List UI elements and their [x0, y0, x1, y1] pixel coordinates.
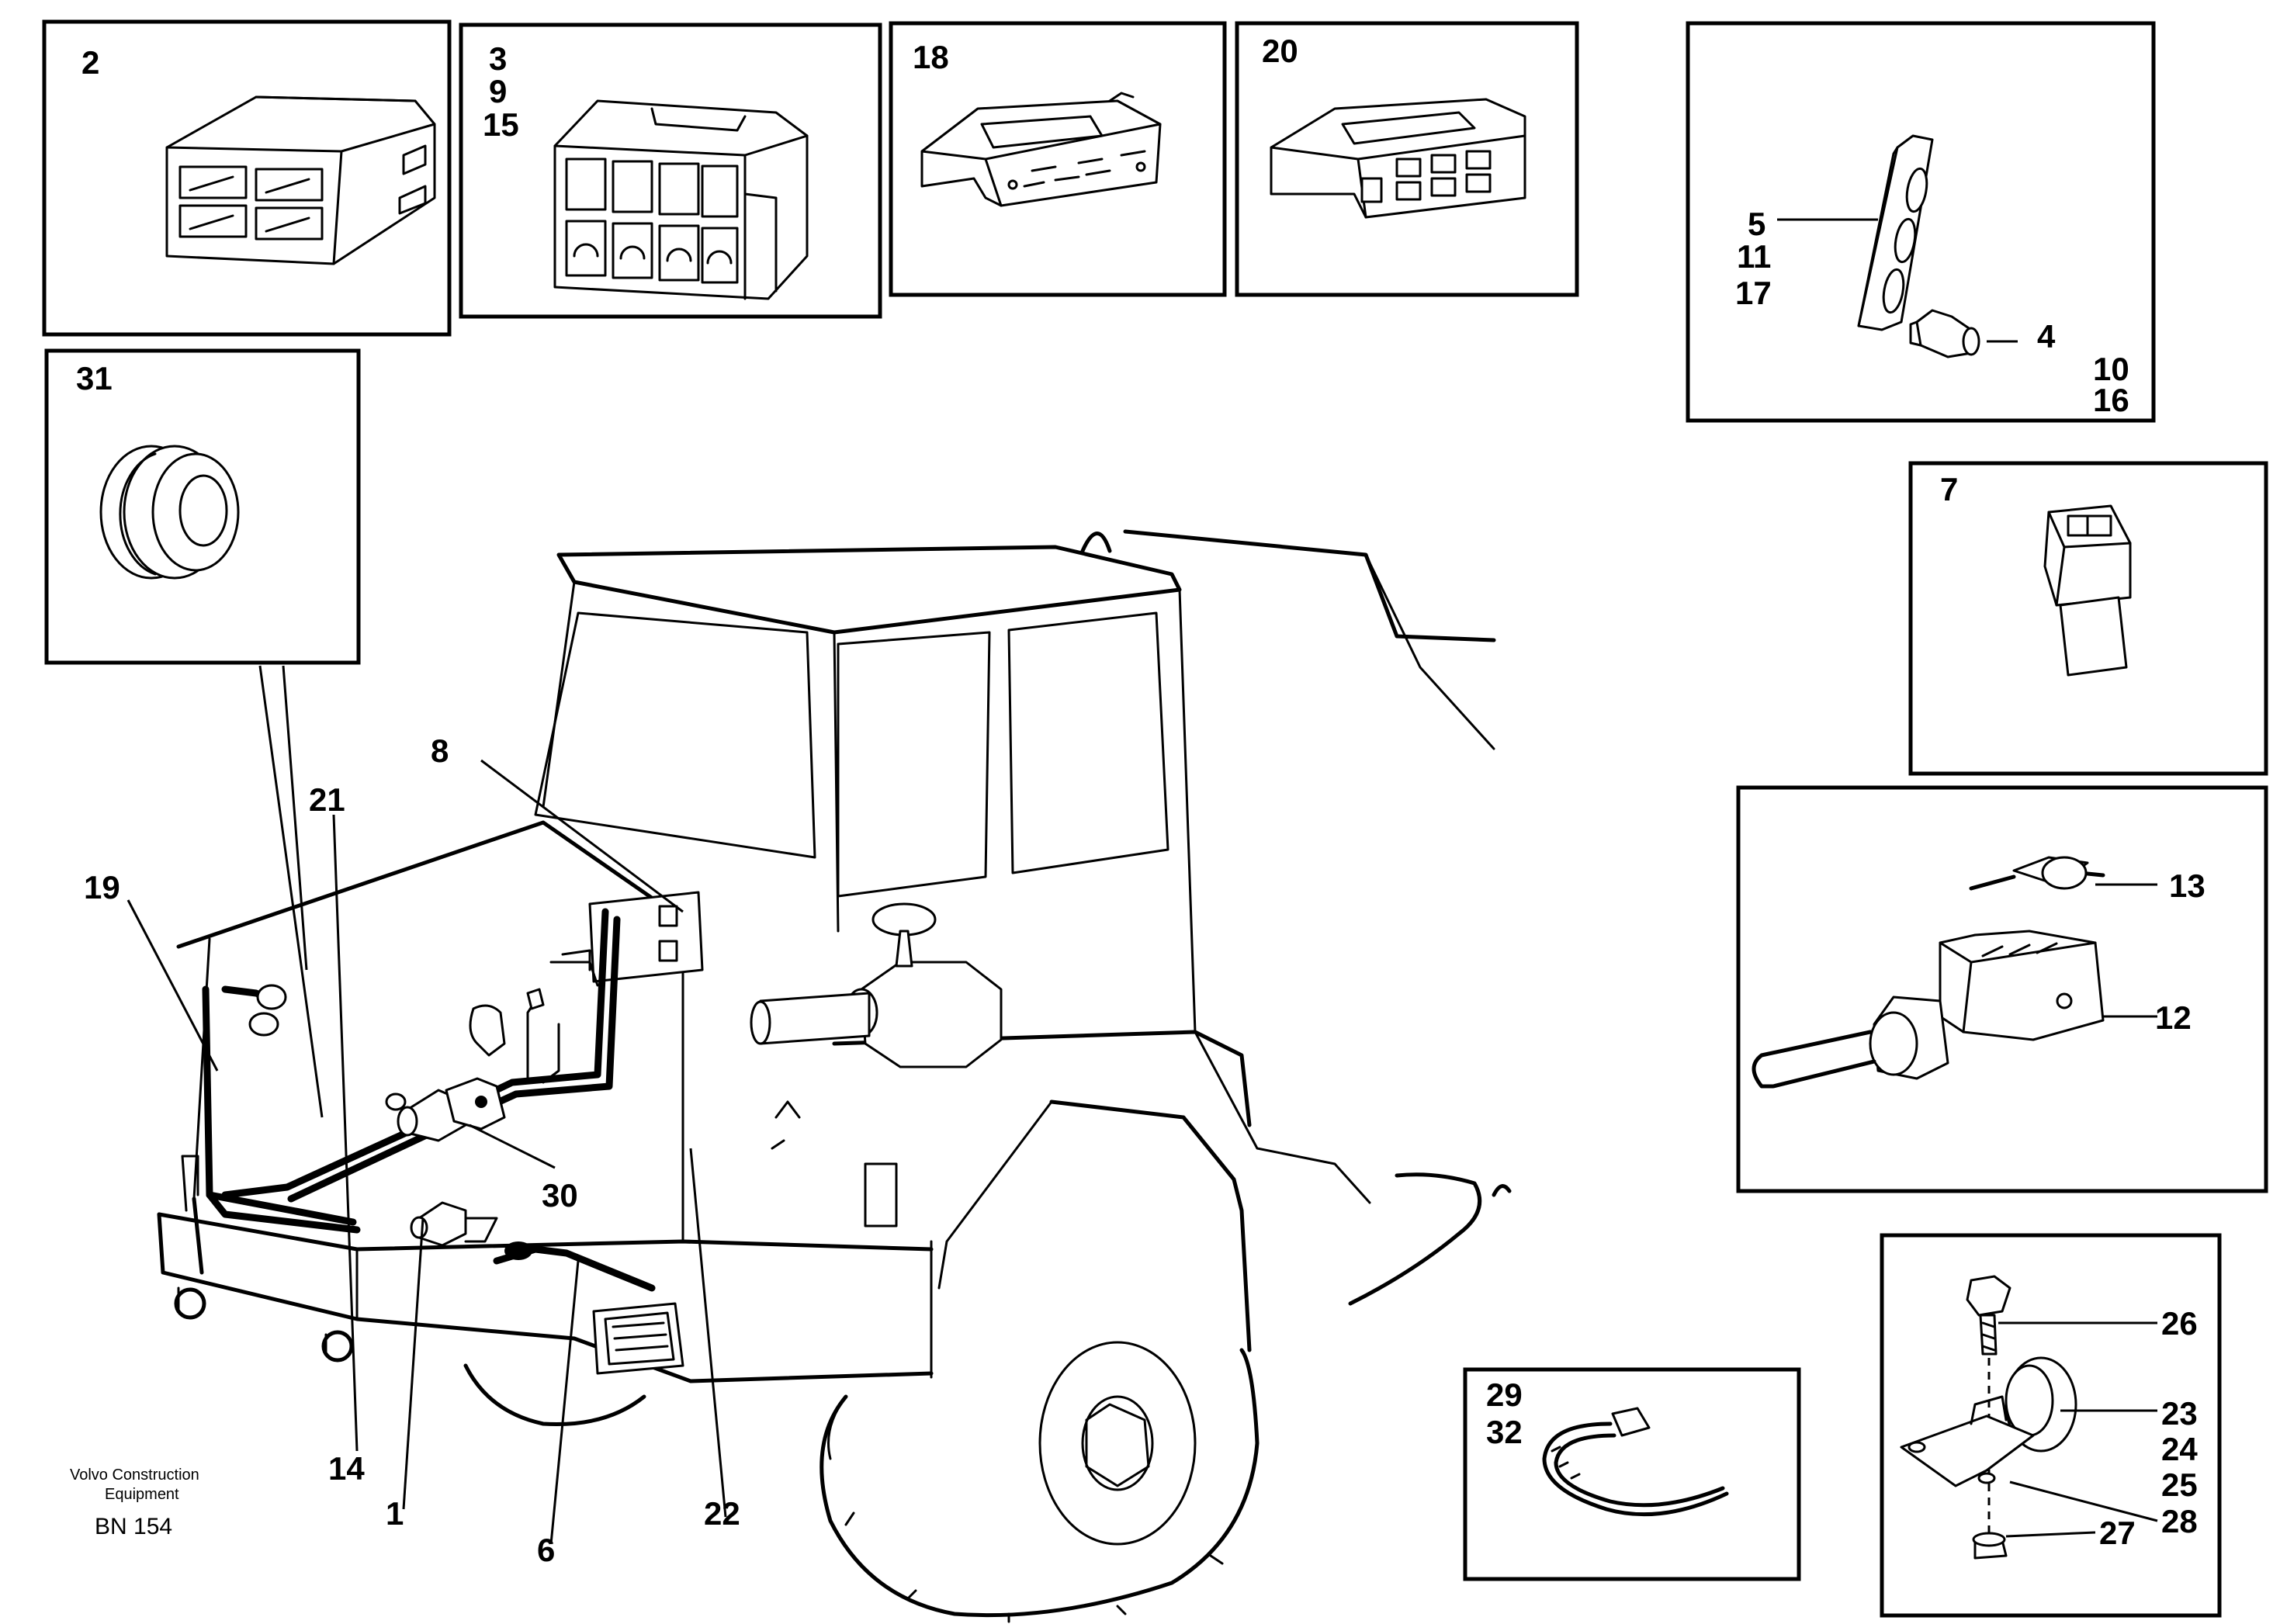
detail-box-23-28 [1880, 1233, 2222, 1618]
plate-5-drawing [1857, 134, 1934, 331]
label-19: 19 [84, 869, 120, 905]
label-17: 17 [1735, 275, 1772, 311]
label-24: 24 [2161, 1431, 2198, 1467]
connector-3-drawing [553, 99, 809, 300]
label-25: 25 [2161, 1466, 2198, 1503]
label-15: 15 [483, 106, 519, 143]
grommet-31-drawing [99, 445, 240, 580]
label-5: 5 [1748, 206, 1765, 242]
detail-box-12-13 [1736, 785, 2268, 1193]
label-28: 28 [2161, 1503, 2198, 1539]
item-numbers: 2 3 9 15 18 20 5 11 17 4 10 16 31 7 13 1… [76, 33, 2206, 1568]
label-7: 7 [1940, 471, 1958, 507]
label-26: 26 [2161, 1305, 2198, 1342]
detail-box-2 [42, 19, 452, 337]
company-name-line1: Volvo Construction [70, 1466, 199, 1484]
label-14: 14 [328, 1450, 365, 1487]
label-23: 23 [2161, 1395, 2198, 1432]
label-13: 13 [2169, 867, 2206, 904]
bracket-23-28-drawing [1900, 1275, 2077, 1560]
company-name-line2: Equipment [105, 1486, 179, 1503]
label-31: 31 [76, 360, 113, 396]
drawing-code: BN 154 [95, 1514, 172, 1539]
detail-box-31 [44, 348, 361, 665]
label-8: 8 [431, 732, 449, 769]
footer-block: Volvo Construction Equipment BN 154 [70, 1466, 199, 1539]
label-6: 6 [537, 1532, 555, 1568]
label-18: 18 [913, 39, 949, 75]
diode-13-drawing [1969, 856, 2105, 891]
label-27: 27 [2099, 1515, 2136, 1551]
label-11: 11 [1737, 238, 1771, 275]
label-4: 4 [2037, 318, 2056, 355]
sensor-4-drawing [1909, 309, 1980, 358]
label-29: 29 [1486, 1376, 1523, 1413]
label-12: 12 [2155, 999, 2192, 1036]
detail-box-18 [889, 21, 1227, 297]
label-16: 16 [2093, 382, 2129, 418]
label-32: 32 [1486, 1414, 1523, 1450]
detail-box-3-9-15 [459, 23, 882, 319]
detail-box-7 [1908, 461, 2268, 776]
label-20: 20 [1262, 33, 1298, 69]
label-3: 3 [489, 40, 507, 77]
label-1: 1 [386, 1495, 404, 1532]
connector-18-drawing [920, 92, 1162, 207]
label-9: 9 [489, 73, 507, 109]
valve-connector-12-drawing [1752, 930, 2105, 1089]
loader-machine-drawing [157, 529, 1512, 1623]
label-30: 30 [542, 1177, 578, 1214]
plug-7-drawing [2043, 504, 2132, 677]
detail-box-20 [1235, 21, 1579, 297]
connector-20-drawing [1270, 98, 1526, 219]
label-2: 2 [81, 44, 99, 81]
detail-box-4-5 [1686, 21, 2156, 423]
label-22: 22 [704, 1495, 740, 1532]
cable-tie-29-drawing [1542, 1407, 1729, 1517]
leader-lines [126, 218, 2158, 1545]
connector-2-drawing [165, 95, 436, 265]
detail-box-29-32 [1463, 1367, 1801, 1581]
label-21: 21 [309, 781, 345, 818]
label-10: 10 [2093, 351, 2129, 387]
